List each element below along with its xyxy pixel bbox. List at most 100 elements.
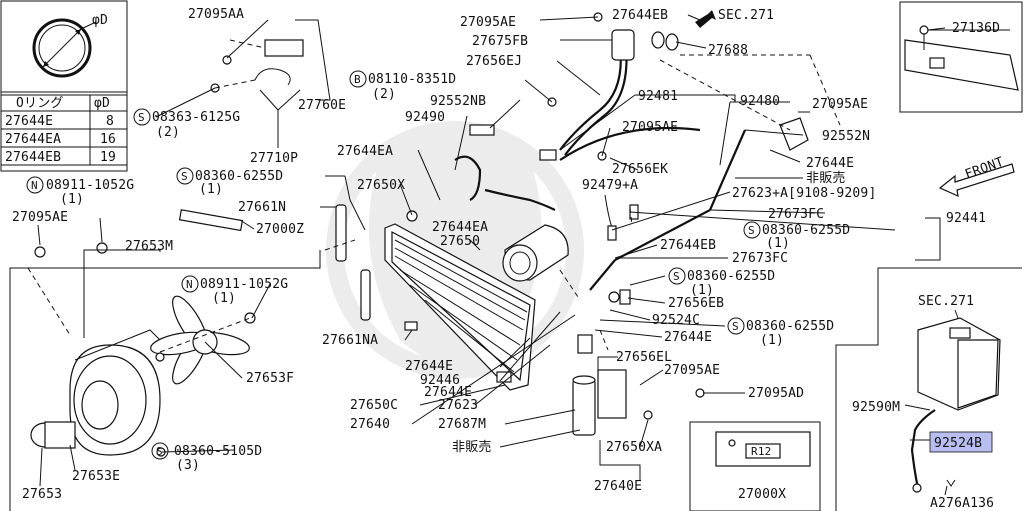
part-label: 27650X <box>357 178 405 193</box>
part-label: 27644E <box>405 359 453 374</box>
part-label: 27653 <box>22 487 62 502</box>
receiver-drier <box>572 334 627 436</box>
part-label: 08360-5105D <box>174 444 262 459</box>
part-label: 27653E <box>72 469 120 484</box>
inset-27000x <box>689 421 821 511</box>
screw-symbol: S <box>156 445 163 458</box>
table-header-ring: Oリング <box>16 96 64 111</box>
highlight-box <box>929 431 993 453</box>
part-label: 08360-6255D <box>195 169 283 184</box>
part-label: 27650XA <box>606 440 662 455</box>
table-cell-diameter: 16 <box>100 132 116 147</box>
front-arrow-icon <box>938 163 1015 198</box>
part-label: (1) <box>690 283 714 298</box>
part-label: 27656EK <box>612 162 668 177</box>
inset-27136d <box>899 1 1023 113</box>
part-label: 92524B <box>934 436 982 451</box>
part-label: (1) <box>60 192 84 207</box>
table-cell-diameter: 8 <box>106 114 114 129</box>
part-label: 27644EA <box>432 220 488 235</box>
nut-symbol: N <box>186 278 193 291</box>
part-label: 92479+A <box>582 178 638 193</box>
table-cell-part: 27644EB <box>5 150 61 165</box>
part-label: 27644E <box>664 330 712 345</box>
table-cell-part: 27644EA <box>5 132 61 147</box>
part-label: 27644E <box>424 385 472 400</box>
part-label: SEC.271 <box>918 294 974 309</box>
nut-symbol: N <box>31 179 38 192</box>
part-label: 92446 <box>420 373 460 388</box>
part-label: 27644EB <box>660 238 716 253</box>
part-label: 27661NA <box>322 333 378 348</box>
part-label: (2) <box>372 87 396 102</box>
part-label: 27661N <box>238 200 286 215</box>
table-header-diameter: φD <box>94 96 110 111</box>
fan-blade <box>150 295 250 385</box>
part-label: 27673FC <box>732 251 788 266</box>
part-label: 27644EA <box>337 144 393 159</box>
part-label: 08360-6255D <box>687 269 775 284</box>
part-label: (1) <box>199 182 223 197</box>
part-label: 27656EJ <box>466 54 522 69</box>
part-label: 27095AE <box>812 97 868 112</box>
part-label: 27000Z <box>256 222 304 237</box>
bolt-symbol: B <box>354 73 361 86</box>
screw-symbol: S <box>673 270 680 283</box>
part-label: 27653M <box>125 239 173 254</box>
part-labels: 27095AA 27760E 08363-6125G (2) 27710P 27… <box>12 7 1006 511</box>
part-label: 27675FB <box>472 34 528 49</box>
part-label: 92552NB <box>430 94 486 109</box>
part-label: 27136D <box>952 21 1000 36</box>
screw-symbol: S <box>181 170 188 183</box>
screw-symbol: S <box>748 224 755 237</box>
part-label: 27688 <box>708 43 748 58</box>
part-label: 92441 <box>946 211 986 226</box>
part-label: 27095AE <box>12 210 68 225</box>
part-label: 08911-1052G <box>200 277 288 292</box>
part-label: 92552N <box>822 129 870 144</box>
part-label: 27095AE <box>664 363 720 378</box>
screw-symbol: S <box>732 320 739 333</box>
part-label: (1) <box>766 236 790 251</box>
part-label: (2) <box>156 125 180 140</box>
part-label: 08911-1052G <box>46 178 134 193</box>
part-label: SEC.271 <box>718 8 774 23</box>
hoses <box>34 12 809 457</box>
part-label: 27710P <box>250 151 298 166</box>
part-label: 08110-8351D <box>368 72 456 87</box>
part-label: 27687M <box>438 417 486 432</box>
part-label: 27673FC <box>768 207 824 222</box>
r12-sticker-text: R12 <box>751 445 771 458</box>
part-label: 27644EB <box>612 8 668 23</box>
part-label: 27000X <box>738 487 786 502</box>
part-label: 27760E <box>298 98 346 113</box>
o-ring-table: φD Oリング φD 27644E 8 27644EA 16 27644EB 1… <box>0 0 128 172</box>
part-label: 27653F <box>246 371 294 386</box>
part-label: 27640E <box>594 479 642 494</box>
part-label: 27640 <box>350 417 390 432</box>
compressor <box>502 224 569 282</box>
table-cell-part: 27644E <box>5 114 53 129</box>
part-label: 92490 <box>405 110 445 125</box>
leader-lines <box>27 14 959 496</box>
part-label: 92481 <box>638 89 678 104</box>
part-label: 08360-6255D <box>762 223 850 238</box>
part-label: 08363-6125G <box>152 110 240 125</box>
part-label: 27644E <box>806 156 854 171</box>
part-label: 27656EB <box>668 296 724 311</box>
part-label: (1) <box>212 291 236 306</box>
part-label: 92590M <box>852 400 900 415</box>
part-label: (1) <box>760 333 784 348</box>
part-label: 08360-6255D <box>746 319 834 334</box>
part-label: 92480 <box>740 94 780 109</box>
part-label: 27623 <box>438 398 478 413</box>
table-cell-diameter: 19 <box>100 150 116 165</box>
fan-motor-box <box>9 250 321 511</box>
part-label: 27095AA <box>188 7 244 22</box>
part-label: 27650C <box>350 398 398 413</box>
part-label: 27095AE <box>622 120 678 135</box>
symbol-circles: S S N N S B S S S <box>26 70 761 460</box>
part-label: 27623+A[9108-9209] <box>732 186 876 201</box>
diameter-label: φD <box>92 13 108 28</box>
